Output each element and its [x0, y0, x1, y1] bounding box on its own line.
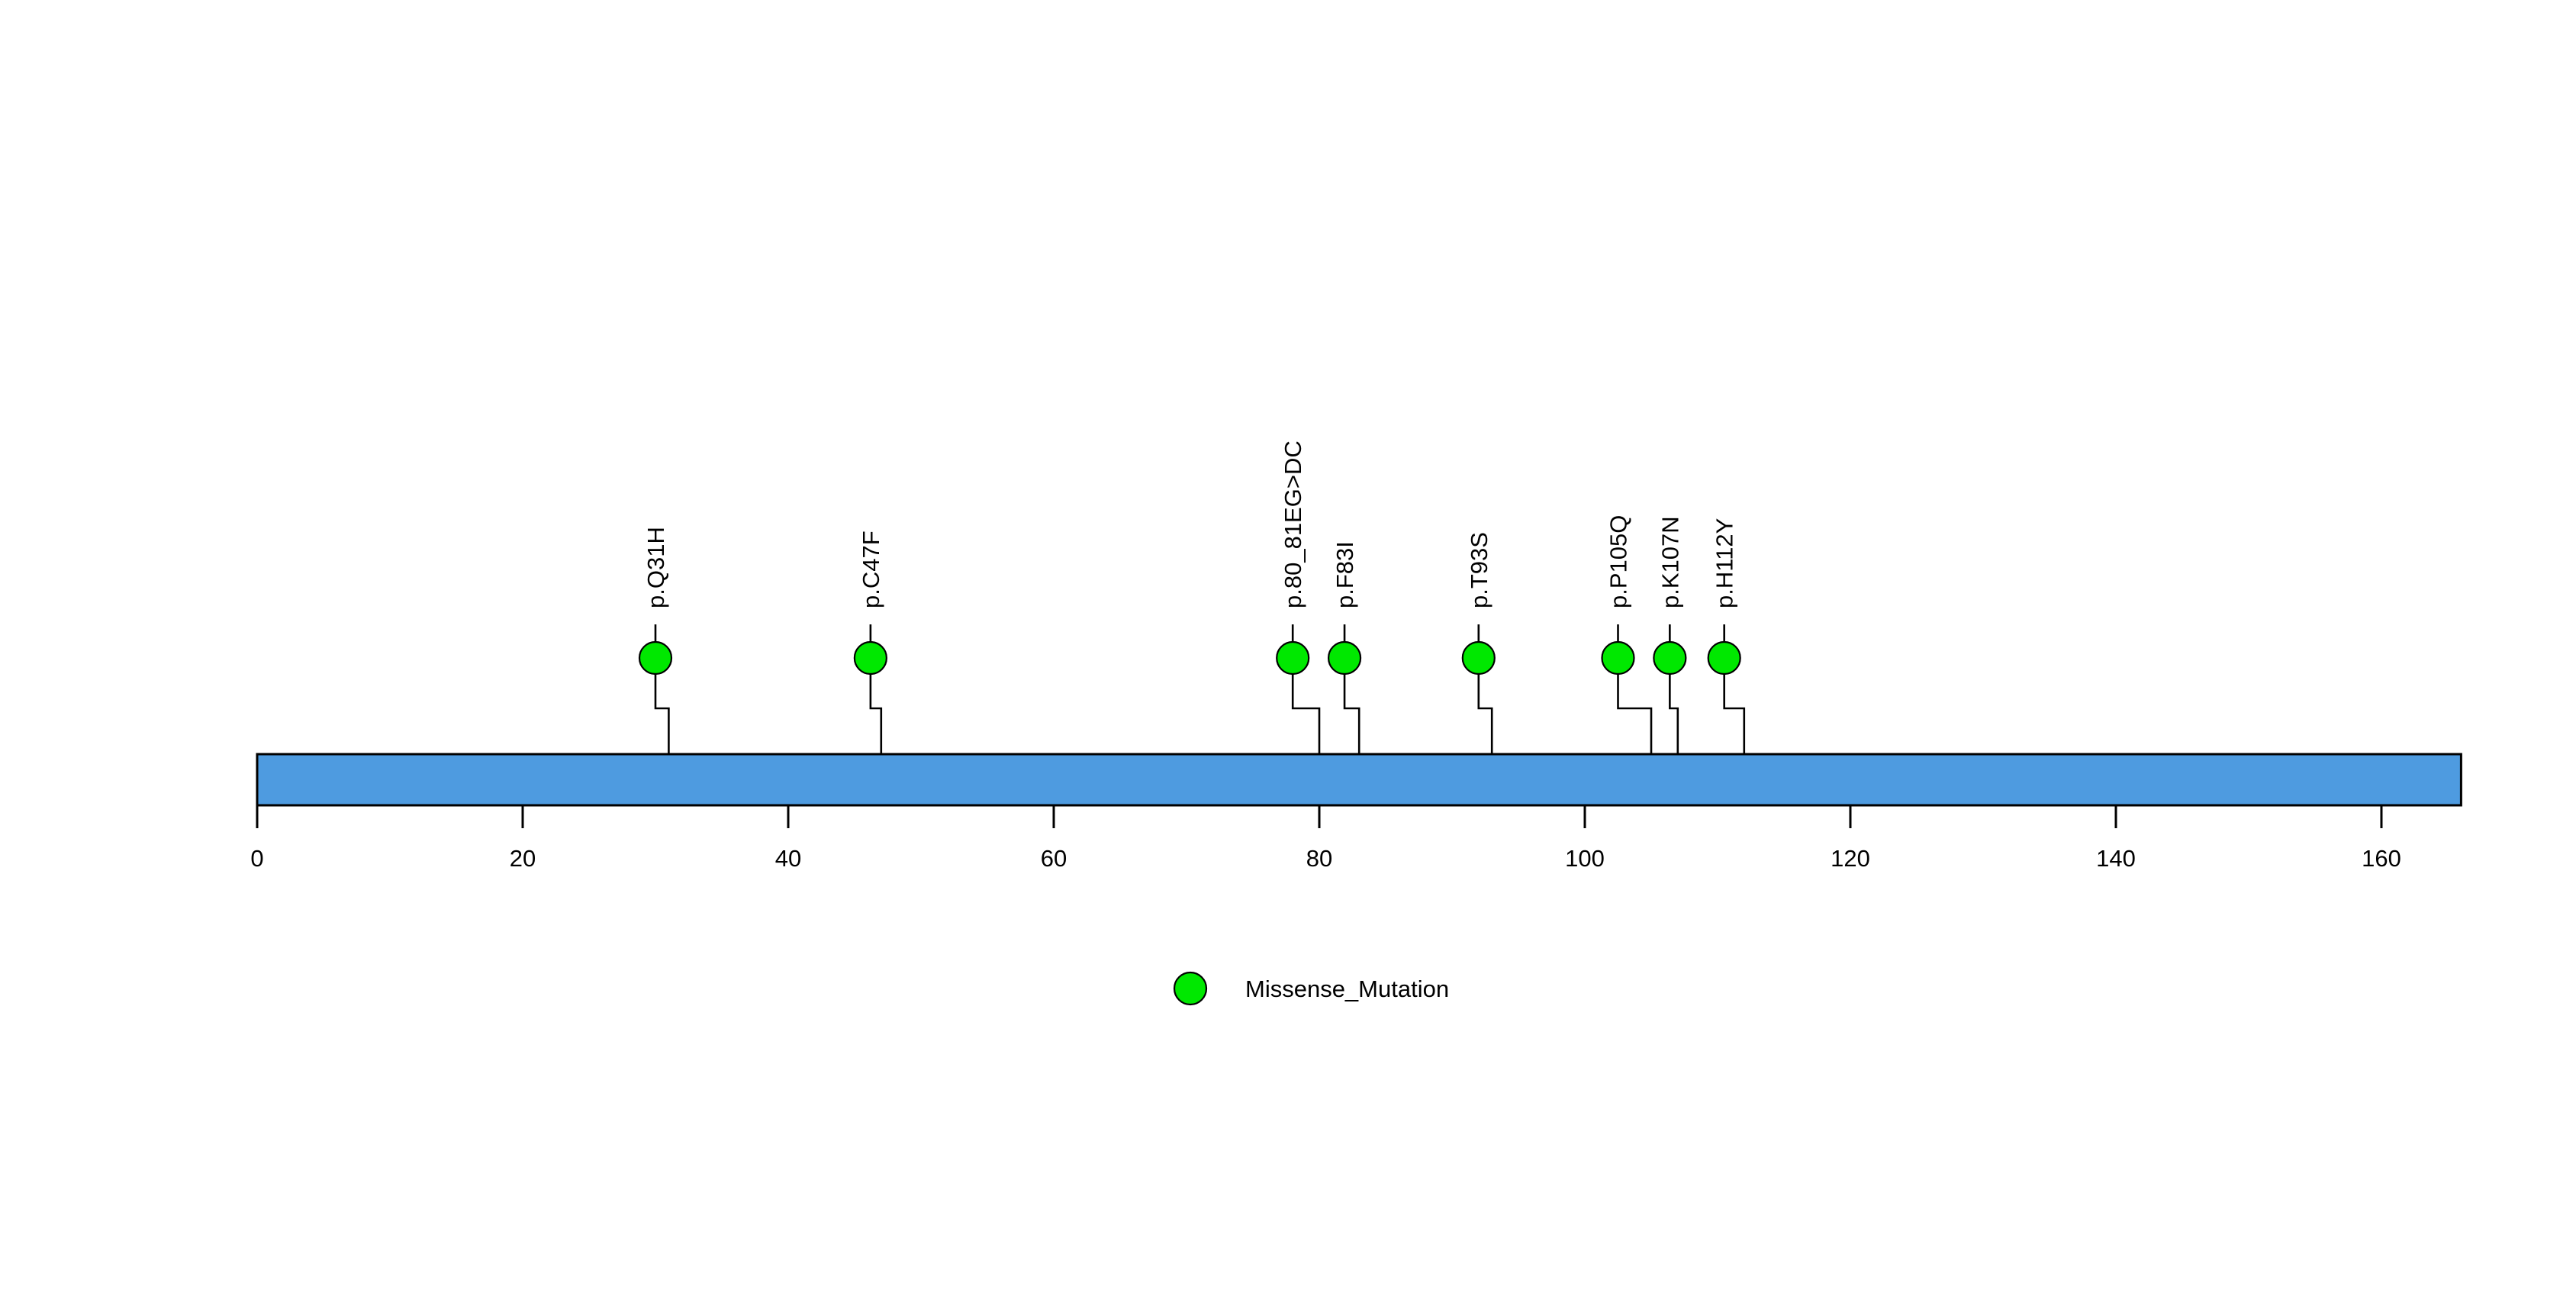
lollipop-head[interactable]: [1653, 640, 1687, 676]
lollipop-head[interactable]: [1601, 640, 1635, 676]
chart-legend: Missense_Mutation: [1173, 971, 1449, 1006]
lollipop-heads-group: [638, 640, 1741, 676]
x-axis-tick-label: 60: [1041, 845, 1067, 872]
x-axis-tick-label: 40: [775, 845, 801, 872]
lollipop-head[interactable]: [1461, 640, 1496, 676]
protein-backbone-group: [256, 753, 2462, 807]
lollipop-label: p.K107N: [1657, 516, 1683, 608]
lollipop-label: p.Q31H: [642, 527, 669, 608]
x-axis-tick-label: 100: [1565, 845, 1605, 872]
lollipop-head[interactable]: [638, 640, 673, 676]
x-axis-tick-label: 120: [1831, 845, 1870, 872]
lollipop-labels-group: p.Q31H p.C47F p.80_81EG>DC p.F83I p.T93S p.P1…: [642, 440, 1738, 608]
x-axis-tick-label: 20: [510, 845, 536, 872]
x-axis-tick-label: 160: [2362, 845, 2401, 872]
x-axis-tick-label: 140: [2096, 845, 2136, 872]
x-axis-tick-label: 0: [250, 845, 263, 872]
lollipop-head[interactable]: [853, 640, 887, 676]
lollipop-head[interactable]: [1327, 640, 1362, 676]
lollipop-label: p.C47F: [858, 531, 884, 608]
lollipop-label: p.P105Q: [1605, 515, 1632, 608]
legend-label: Missense_Mutation: [1245, 976, 1449, 1002]
lollipop-head[interactable]: [1707, 640, 1741, 676]
legend-marker-icon: [1173, 971, 1208, 1006]
lollipop-head[interactable]: [1276, 640, 1310, 676]
x-axis-group: 0 20 40 60 80 100 120 140 160: [250, 805, 2401, 872]
protein-backbone-bar: [256, 753, 2462, 807]
lollipop-label: p.H112Y: [1711, 518, 1738, 608]
lollipop-label: p.T93S: [1466, 532, 1492, 608]
x-axis-tick-label: 80: [1306, 845, 1332, 872]
lollipop-label: p.F83I: [1331, 541, 1358, 608]
lollipop-label: p.80_81EG>DC: [1280, 440, 1306, 608]
